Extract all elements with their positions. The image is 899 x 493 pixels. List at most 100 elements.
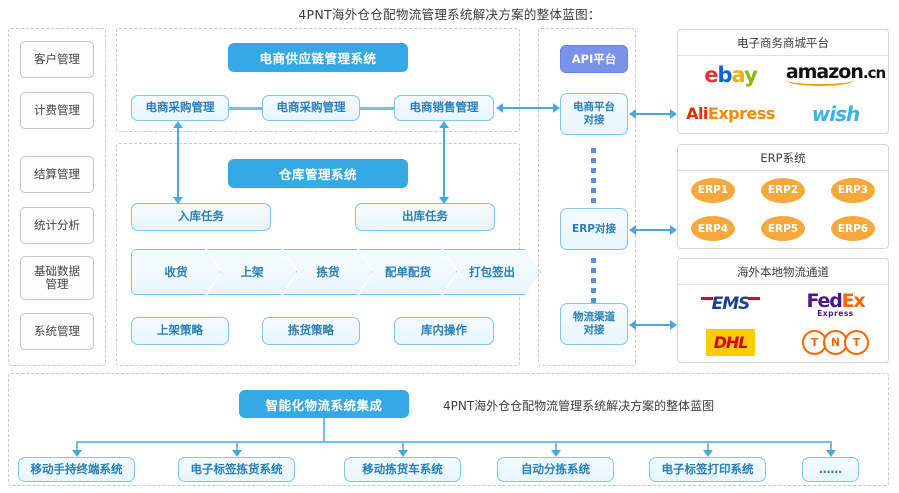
- dot: [591, 168, 596, 173]
- logo-cell[interactable]: EMS: [678, 285, 783, 324]
- dot: [591, 278, 596, 283]
- dot: [591, 288, 596, 293]
- api-divider-dots-lower: [591, 258, 596, 308]
- process-step-allocate[interactable]: 配单配货: [359, 249, 457, 295]
- module-ecommerce-purchase-2[interactable]: 电商采购管理: [262, 95, 360, 121]
- bottom-item-auto-sorting[interactable]: 自动分拣系统: [497, 457, 614, 482]
- inbound-link-arrow-down: [173, 197, 183, 204]
- logo-cell[interactable]: DHL: [678, 324, 783, 363]
- dot: [591, 188, 596, 193]
- api-connector-ecommerce[interactable]: 电商平台 对接: [560, 93, 628, 135]
- warehouse-task-inbound[interactable]: 入库任务: [131, 203, 271, 231]
- bottom-item-mobile-terminal[interactable]: 移动手持终端系统: [18, 457, 135, 482]
- panel-title-logistics: 海外本地物流通道: [678, 259, 888, 285]
- bottom-branch-4: [555, 441, 557, 452]
- dot: [591, 198, 596, 203]
- sidebar-item-customer[interactable]: 客户管理: [20, 41, 94, 78]
- module-ecommerce-purchase-1[interactable]: 电商采购管理: [131, 95, 229, 121]
- erp-cell[interactable]: ERP6: [818, 210, 888, 249]
- strategy-picking[interactable]: 拣货策略: [262, 317, 360, 345]
- logo-cell[interactable]: AliExpress: [678, 95, 783, 134]
- panel-ecommerce-platforms: 电子商务商城平台 ebay amazon.cn AliExpress wish: [677, 29, 889, 134]
- bottom-branch-arrow-6: [826, 450, 836, 457]
- bottom-header: 智能化物流系统集成: [239, 390, 409, 418]
- api-connector-erp[interactable]: ERP对接: [560, 208, 628, 250]
- outbound-link-arrow-up: [439, 121, 449, 128]
- module-link-2: [360, 107, 394, 110]
- bottom-branch-6: [830, 441, 832, 452]
- erp-cell[interactable]: ERP5: [748, 210, 818, 249]
- bottom-branch-3: [402, 441, 404, 452]
- supply-chain-container: [116, 28, 520, 132]
- sidebar-item-statistics[interactable]: 统计分析: [20, 207, 94, 244]
- sales-to-api-line: [502, 107, 558, 109]
- api-to-logistics-arrow-right: [670, 320, 677, 330]
- bottom-branch-1: [76, 441, 78, 452]
- sidebar-item-basic-data[interactable]: 基础数据 管理: [20, 256, 94, 300]
- bottom-item-more[interactable]: ……: [802, 457, 859, 482]
- sidebar-item-system[interactable]: 系统管理: [20, 313, 94, 350]
- outbound-link-arrow-down: [439, 197, 449, 204]
- bottom-branch-2: [236, 441, 238, 452]
- inbound-link-line: [177, 126, 179, 202]
- api-divider-dots-upper: [591, 148, 596, 208]
- sidebar-container: [8, 28, 106, 366]
- warehouse-header: 仓库管理系统: [228, 159, 408, 188]
- api-to-shop-arrow-left: [629, 109, 636, 119]
- bottom-container: [8, 373, 889, 486]
- panel-title-erp: ERP系统: [678, 145, 888, 171]
- bottom-branch-arrow-5: [703, 450, 713, 457]
- logo-cell[interactable]: amazon.cn: [783, 56, 888, 95]
- bottom-item-e-label-printing[interactable]: 电子标签打印系统: [649, 457, 766, 482]
- api-to-shop-arrow-right: [670, 109, 677, 119]
- outbound-link-line: [443, 126, 445, 202]
- strategy-in-warehouse-ops[interactable]: 库内操作: [394, 317, 494, 345]
- erp-cell[interactable]: ERP2: [748, 171, 818, 210]
- bottom-branch-arrow-4: [551, 450, 561, 457]
- sidebar-item-billing[interactable]: 计费管理: [20, 92, 94, 129]
- inbound-link-arrow-up: [173, 121, 183, 128]
- erp-badge: ERP1: [690, 177, 735, 203]
- page-title: 4PNT海外仓仓配物流管理系统解决方案的整体蓝图：: [298, 7, 601, 22]
- warehouse-task-outbound[interactable]: 出库任务: [355, 203, 495, 231]
- dot: [591, 258, 596, 263]
- erp-cell[interactable]: ERP1: [678, 171, 748, 210]
- process-step-pick[interactable]: 拣货: [283, 249, 373, 295]
- sidebar-item-settlement[interactable]: 结算管理: [20, 156, 94, 193]
- dot: [591, 268, 596, 273]
- ems-icon: EMS: [700, 294, 761, 315]
- logo-cell[interactable]: ebay: [678, 56, 783, 95]
- erp-cell[interactable]: ERP3: [818, 171, 888, 210]
- api-platform-header: API平台: [560, 45, 628, 73]
- bottom-branch-5: [707, 441, 709, 452]
- erp-cell[interactable]: ERP4: [678, 210, 748, 249]
- panel-body-erp: ERP1 ERP2 ERP3 ERP4 ERP5 ERP6: [678, 171, 888, 248]
- sales-to-api-arrow-left: [496, 103, 503, 113]
- erp-badge: ERP6: [830, 216, 875, 242]
- bottom-item-e-label-picking[interactable]: 电子标签拣货系统: [178, 457, 295, 482]
- api-to-logistics-line: [634, 324, 674, 326]
- bottom-branch-arrow-2: [232, 450, 242, 457]
- dot: [591, 148, 596, 153]
- logo-cell[interactable]: wish: [783, 95, 888, 134]
- process-step-receive[interactable]: 收货: [131, 249, 221, 295]
- api-to-erp-line: [634, 229, 674, 231]
- module-ecommerce-sales[interactable]: 电商销售管理: [394, 95, 494, 121]
- wish-icon: wish: [811, 101, 860, 126]
- strategy-shelving[interactable]: 上架策略: [131, 317, 229, 345]
- supply-chain-header: 电商供应链管理系统: [228, 43, 408, 72]
- erp-badge: ERP4: [690, 216, 735, 242]
- bottom-item-mobile-picking-cart[interactable]: 移动拣货车系统: [344, 457, 461, 482]
- dot: [591, 298, 596, 303]
- panel-title-ecommerce: 电子商务商城平台: [678, 30, 888, 56]
- aliexpress-icon: AliExpress: [686, 104, 775, 124]
- api-connector-logistics[interactable]: 物流渠道 对接: [560, 303, 628, 345]
- dot: [591, 158, 596, 163]
- api-to-erp-arrow-right: [670, 225, 677, 235]
- erp-badge: ERP5: [760, 216, 805, 242]
